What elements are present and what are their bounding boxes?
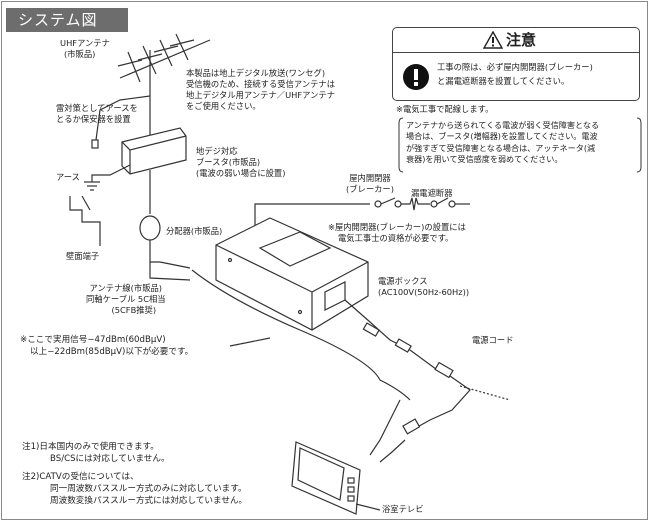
warning-triangle-icon: [483, 31, 503, 49]
footnote-line: 同一周波数パススルー方式のみに対応しています。: [50, 484, 247, 494]
signal-note-line: アンテナから送られてくる電波が弱く受信障害となる: [406, 120, 600, 130]
bracket-icon: [398, 117, 642, 173]
booster-icon: [121, 127, 187, 175]
power-box-icon: [215, 217, 369, 331]
signal-note-line: が強すぎて受信障害となる場合は、アッテネータ(減: [406, 142, 596, 153]
bathroom-tv-icon: [291, 441, 361, 515]
caution-header: 注意: [393, 28, 639, 53]
wall-terminal-label: 壁面端子: [66, 251, 100, 261]
caution-line: 工事の際は、必ず屋内開閉器(ブレーカー): [437, 62, 593, 72]
lightning-label: 雷対策としてアースを とるか保安器を設置: [56, 103, 138, 124]
footnote-line: BS/CSには対応していません。: [50, 454, 170, 464]
splitter-label: 分配器(市販品): [166, 226, 223, 236]
power-box-label: 電源ボックス (AC100V(50Hz-60Hz)): [378, 276, 470, 297]
caution-panel: 注意 工事の際は、必ず屋内開閉器(ブレーカー) と漏電遮断器を設置してください。: [392, 27, 640, 101]
footnote-line: 周波数変換パススルー方式には対応していません。: [50, 496, 248, 506]
bathroom-tv-label: 浴室テレビ: [382, 504, 424, 514]
electric-note: ※電気工事で配線します。: [396, 104, 494, 114]
product-note: 本製品は地上デジタル放送(ワンセグ) 受信機のため、接続する受信アンテナは 地上…: [186, 68, 336, 111]
signal-note-line: 衰器)を用いて受信感度を弱めてください。: [406, 154, 563, 165]
signal-note: アンテナから送られてくる電波が弱く受信障害となる 場合は、ブースタ(増幅器)を設…: [398, 117, 642, 173]
breaker-label: 屋内開閉器 (ブレーカー): [346, 173, 394, 194]
uhf-antenna-label: UHFアンテナ (市販品): [60, 38, 110, 59]
footnotes: 注1)日本国内のみで使用できます。 BS/CSには対応していません。 注2)CA…: [22, 441, 247, 507]
page-title: システム図: [6, 8, 128, 32]
signal-level-note: ※ここで実用信号−47dBm(60dBμV) 以上−22dBm(85dBμV)以…: [20, 335, 194, 357]
power-cord-label: 電源コード: [472, 335, 514, 345]
caution-body: 工事の際は、必ず屋内開閉器(ブレーカー) と漏電遮断器を設置してください。: [437, 60, 593, 88]
leakage-breaker-label: 漏電遮断器: [411, 188, 453, 198]
caution-title: 注意: [506, 31, 537, 49]
breaker-qualification-note: ※屋内開閉器(ブレーカー)の設置には 電気工事士の資格が必要です。: [328, 222, 466, 243]
booster-label: 地デジ対応 ブースタ(市販品) (電波の弱い場合に設置): [196, 146, 286, 178]
signal-note-line: 場合は、ブースタ(増幅器)を設置してください。電波: [406, 131, 598, 142]
caution-line: と漏電遮断器を設置してください。: [437, 76, 570, 86]
footnote-line: 注1)日本国内のみで使用できます。: [22, 442, 159, 452]
antenna-cable-label: アンテナ線(市販品) 同軸ケーブル 5C相当 (5CFB推奨): [86, 283, 166, 315]
prohibition-icon: [403, 64, 429, 90]
ground-label: アース: [56, 172, 80, 182]
splitter-icon: [139, 215, 161, 263]
footnote-line: 注2)CATVの受信については、: [22, 472, 139, 482]
uhf-antenna-icon: [117, 33, 211, 140]
